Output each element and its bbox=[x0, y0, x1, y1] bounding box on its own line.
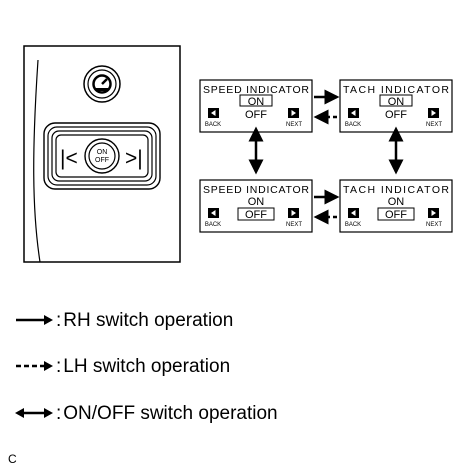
legend-onoff: : ON/OFF switch operation bbox=[14, 403, 278, 423]
dashed-arrow-right-icon bbox=[16, 361, 53, 371]
screen-title: SPEED INDICATOR bbox=[203, 84, 309, 96]
screen-back: BACK bbox=[205, 222, 221, 228]
legend-rh-label: RH switch operation bbox=[63, 309, 234, 331]
legend-lh-label: LH switch operation bbox=[63, 355, 231, 377]
legend-onoff-label: ON/OFF switch operation bbox=[63, 402, 278, 424]
screen-back: BACK bbox=[345, 122, 361, 128]
screen-off: OFF bbox=[245, 109, 267, 121]
screen-title: TACH INDICATOR bbox=[343, 84, 449, 96]
on-off-button[interactable]: ON OFF bbox=[84, 138, 120, 174]
legend-separator: : bbox=[56, 355, 62, 377]
switch-cluster: |< >| ON OFF bbox=[43, 122, 161, 190]
screen-title: SPEED INDICATOR bbox=[203, 184, 309, 196]
on-off-button-on: ON bbox=[97, 149, 108, 156]
screen-next: NEXT bbox=[286, 122, 302, 128]
screen-next: NEXT bbox=[426, 122, 442, 128]
solid-arrow-right-icon bbox=[16, 315, 53, 325]
lh-switch[interactable]: |< bbox=[60, 147, 78, 170]
screen-off: OFF bbox=[245, 209, 267, 221]
screen-on: ON bbox=[388, 196, 405, 208]
legend-rh: : RH switch operation bbox=[14, 310, 233, 330]
screen-next: NEXT bbox=[286, 222, 302, 228]
speedometer-icon bbox=[92, 74, 112, 94]
screen-speed-on: SPEED INDICATOR ON OFF BACK NEXT bbox=[199, 79, 313, 133]
screen-next: NEXT bbox=[426, 222, 442, 228]
legend-lh: : LH switch operation bbox=[14, 356, 230, 376]
screen-tach-off: TACH INDICATOR ON OFF BACK NEXT bbox=[339, 179, 453, 233]
screen-back: BACK bbox=[205, 122, 221, 128]
screen-back: BACK bbox=[345, 222, 361, 228]
rh-switch[interactable]: >| bbox=[125, 147, 143, 170]
legend-separator: : bbox=[56, 402, 62, 424]
screen-speed-off: SPEED INDICATOR ON OFF BACK NEXT bbox=[199, 179, 313, 233]
screen-on: ON bbox=[248, 196, 265, 208]
on-off-button-off: OFF bbox=[95, 157, 109, 164]
steering-panel: |< >| ON OFF bbox=[23, 45, 181, 263]
screen-off: OFF bbox=[385, 209, 407, 221]
screen-title: TACH INDICATOR bbox=[343, 184, 449, 196]
screen-on: ON bbox=[248, 96, 265, 108]
screen-tach-on: TACH INDICATOR ON OFF BACK NEXT bbox=[339, 79, 453, 133]
double-arrow-horizontal-icon bbox=[15, 408, 53, 418]
legend-separator: : bbox=[56, 309, 62, 331]
figure-code: C bbox=[8, 452, 17, 466]
diagram: |< >| ON OFF SPEED INDICATOR ON OFF BACK… bbox=[23, 45, 453, 263]
screen-on: ON bbox=[388, 96, 405, 108]
meter-button[interactable] bbox=[83, 65, 121, 103]
screen-off: OFF bbox=[385, 109, 407, 121]
